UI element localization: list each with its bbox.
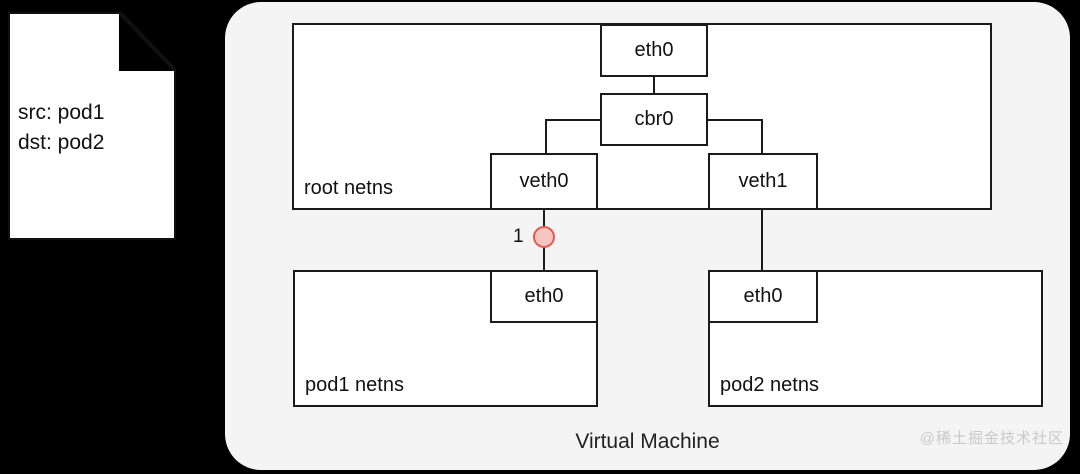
root-netns-cbr0-box: cbr0 xyxy=(600,93,708,146)
connector-cbr0-right-vertical xyxy=(761,119,763,155)
packet-document-fold-corner xyxy=(118,12,176,72)
connector-veth1-to-pod2-eth0 xyxy=(761,208,763,272)
packet-src-line: src: pod1 xyxy=(18,101,105,124)
connector-cbr0-left-vertical xyxy=(545,119,547,155)
pod2-netns-label: pod2 netns xyxy=(720,374,819,396)
pod2-netns-eth0-box: eth0 xyxy=(708,270,818,323)
packet-document-fold-edge-icon xyxy=(119,12,176,71)
root-netns-eth0-label: eth0 xyxy=(634,39,674,61)
virtual-machine-container: root netns eth0 cbr0 veth0 veth1 1 xyxy=(225,2,1070,470)
packet-document-text: src: pod1 dst: pod2 xyxy=(18,98,168,158)
root-netns-veth1-label: veth1 xyxy=(738,170,788,192)
root-netns-cbr0-label: cbr0 xyxy=(634,108,674,130)
packet-document-icon: src: pod1 dst: pod2 xyxy=(8,12,188,256)
watermark-text: @稀土掘金技术社区 xyxy=(919,430,1064,447)
connector-cbr0-right-horizontal xyxy=(708,119,763,121)
root-netns-veth1-box: veth1 xyxy=(708,153,818,210)
connector-root-eth0-to-cbr0 xyxy=(653,76,655,96)
step-marker-1 xyxy=(533,226,555,248)
root-netns-veth0-label: veth0 xyxy=(519,170,569,192)
step-marker-1-number: 1 xyxy=(513,226,524,247)
virtual-machine-label: Virtual Machine xyxy=(575,430,720,453)
pod1-netns-eth0-label: eth0 xyxy=(524,285,564,307)
packet-dst-line: dst: pod2 xyxy=(18,131,105,154)
pod2-netns-eth0-label: eth0 xyxy=(743,285,783,307)
root-netns-label: root netns xyxy=(304,177,393,199)
pod1-netns-eth0-box: eth0 xyxy=(490,270,598,323)
root-netns-eth0-box: eth0 xyxy=(600,24,708,77)
root-netns-veth0-box: veth0 xyxy=(490,153,598,210)
pod1-netns-label: pod1 netns xyxy=(305,374,404,396)
connector-cbr0-left-horizontal xyxy=(545,119,600,121)
